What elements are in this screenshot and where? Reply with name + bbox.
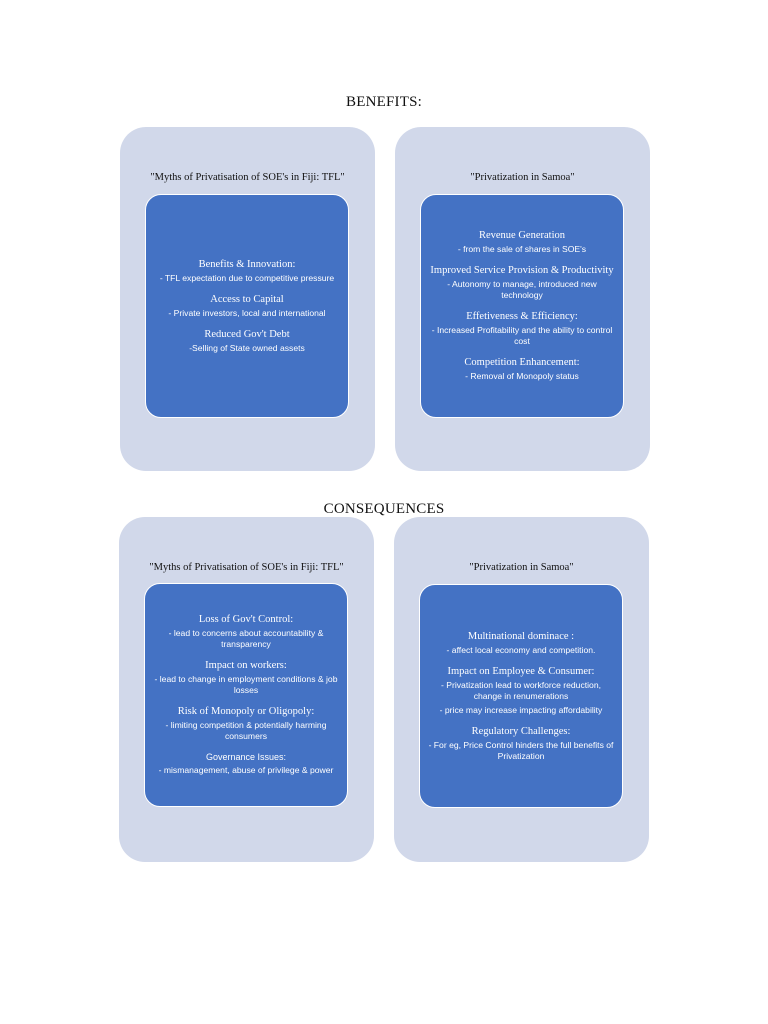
card-title: "Privatization in Samoa" (469, 562, 574, 573)
item-title: Effetiveness & Efficiency: (466, 311, 578, 322)
list-item: Impact on Employee & Consumer: - Privatiz… (426, 666, 616, 716)
item-title: Access to Capital (210, 293, 284, 305)
list-item: Benefits & Innovation: - TFL expectation … (152, 259, 342, 284)
item-title: Multinational dominace : (467, 630, 575, 642)
item-detail: - Privatization lead to workforce reduct… (440, 679, 601, 701)
list-item: Multinational dominace : - affect local e… (426, 631, 616, 656)
list-item: Impact on workers: - lead to change in em… (151, 660, 341, 696)
item-detail: - Private investors, local and internati… (168, 307, 326, 318)
item-detail: - mismanagement, abuse of privilege & po… (158, 765, 334, 775)
card-title: "Myths of Privatisation of SOE's in Fiji… (149, 562, 344, 573)
item-detail: -Selling of State owned assets (189, 342, 305, 353)
benefits-card-fiji: "Myths of Privatisation of SOE's in Fiji… (120, 127, 375, 471)
item-title: Improved Service Provision & Productivit… (430, 265, 614, 276)
list-item: Revenue Generation - from the sale of sha… (427, 230, 617, 255)
consequences-card-fiji: "Myths of Privatisation of SOE's in Fiji… (119, 517, 374, 862)
list-item: Effetiveness & Efficiency: - Increased Pr… (427, 311, 617, 347)
item-detail: - lead to concerns about accountability … (168, 628, 324, 649)
item-detail: - Autonomy to manage, introduced new tec… (447, 279, 597, 300)
item-detail: - Increased Profitability and the abilit… (431, 325, 613, 346)
list-item: Governance Issues: - mismanagement, abuse… (151, 752, 341, 776)
item-title: Loss of Gov't Control: (198, 614, 294, 625)
list-item: Risk of Monopoly or Oligopoly: - limiting… (151, 706, 341, 742)
list-item: Loss of Gov't Control: - lead to concerns… (151, 614, 341, 650)
benefits-card-samoa: "Privatization in Samoa" Revenue Generat… (395, 127, 650, 471)
item-title: Benefits & Innovation: (198, 258, 296, 270)
item-detail: - TFL expectation due to competitive pre… (159, 272, 335, 283)
item-title: Regulatory Challenges: (471, 725, 571, 737)
consequences-samoa-box: Multinational dominace : - affect local e… (419, 584, 623, 808)
consequences-heading: CONSEQUENCES (323, 501, 445, 517)
item-title: Impact on workers: (205, 660, 287, 671)
item-detail: - Removal of Monopoly status (465, 371, 579, 381)
item-detail: - from the sale of shares in SOE's (457, 244, 587, 254)
item-title: Risk of Monopoly or Oligopoly: (177, 706, 315, 717)
list-item: Competition Enhancement: - Removal of Mon… (427, 357, 617, 382)
item-detail: - affect local economy and competition. (446, 644, 596, 655)
benefits-samoa-box: Revenue Generation - from the sale of sha… (420, 194, 624, 418)
list-item: Improved Service Provision & Productivit… (427, 265, 617, 301)
consequences-fiji-box: Loss of Gov't Control: - lead to concerns… (144, 583, 348, 807)
item-title: Governance Issues: (205, 752, 287, 762)
list-item: Access to Capital - Private investors, lo… (152, 294, 342, 319)
benefits-heading: BENEFITS: (346, 94, 422, 110)
list-item: Reduced Gov't Debt -Selling of State owne… (152, 329, 342, 354)
list-item: Regulatory Challenges: - For eg, Price Co… (426, 726, 616, 762)
item-detail: - For eg, Price Control hinders the full… (428, 739, 614, 761)
item-detail: - lead to change in employment condition… (154, 674, 338, 695)
item-title: Revenue Generation (478, 230, 565, 241)
card-title: "Privatization in Samoa" (470, 172, 575, 183)
item-detail: - limiting competition & potentially har… (165, 720, 327, 741)
item-title: Impact on Employee & Consumer: (447, 665, 595, 677)
item-title: Competition Enhancement: (464, 357, 580, 368)
item-title: Reduced Gov't Debt (204, 328, 290, 340)
benefits-fiji-box: Benefits & Innovation: - TFL expectation … (145, 194, 349, 418)
card-title: "Myths of Privatisation of SOE's in Fiji… (150, 172, 345, 183)
item-detail: - price may increase impacting affordabi… (439, 704, 603, 715)
consequences-card-samoa: "Privatization in Samoa" Multinational d… (394, 517, 649, 862)
